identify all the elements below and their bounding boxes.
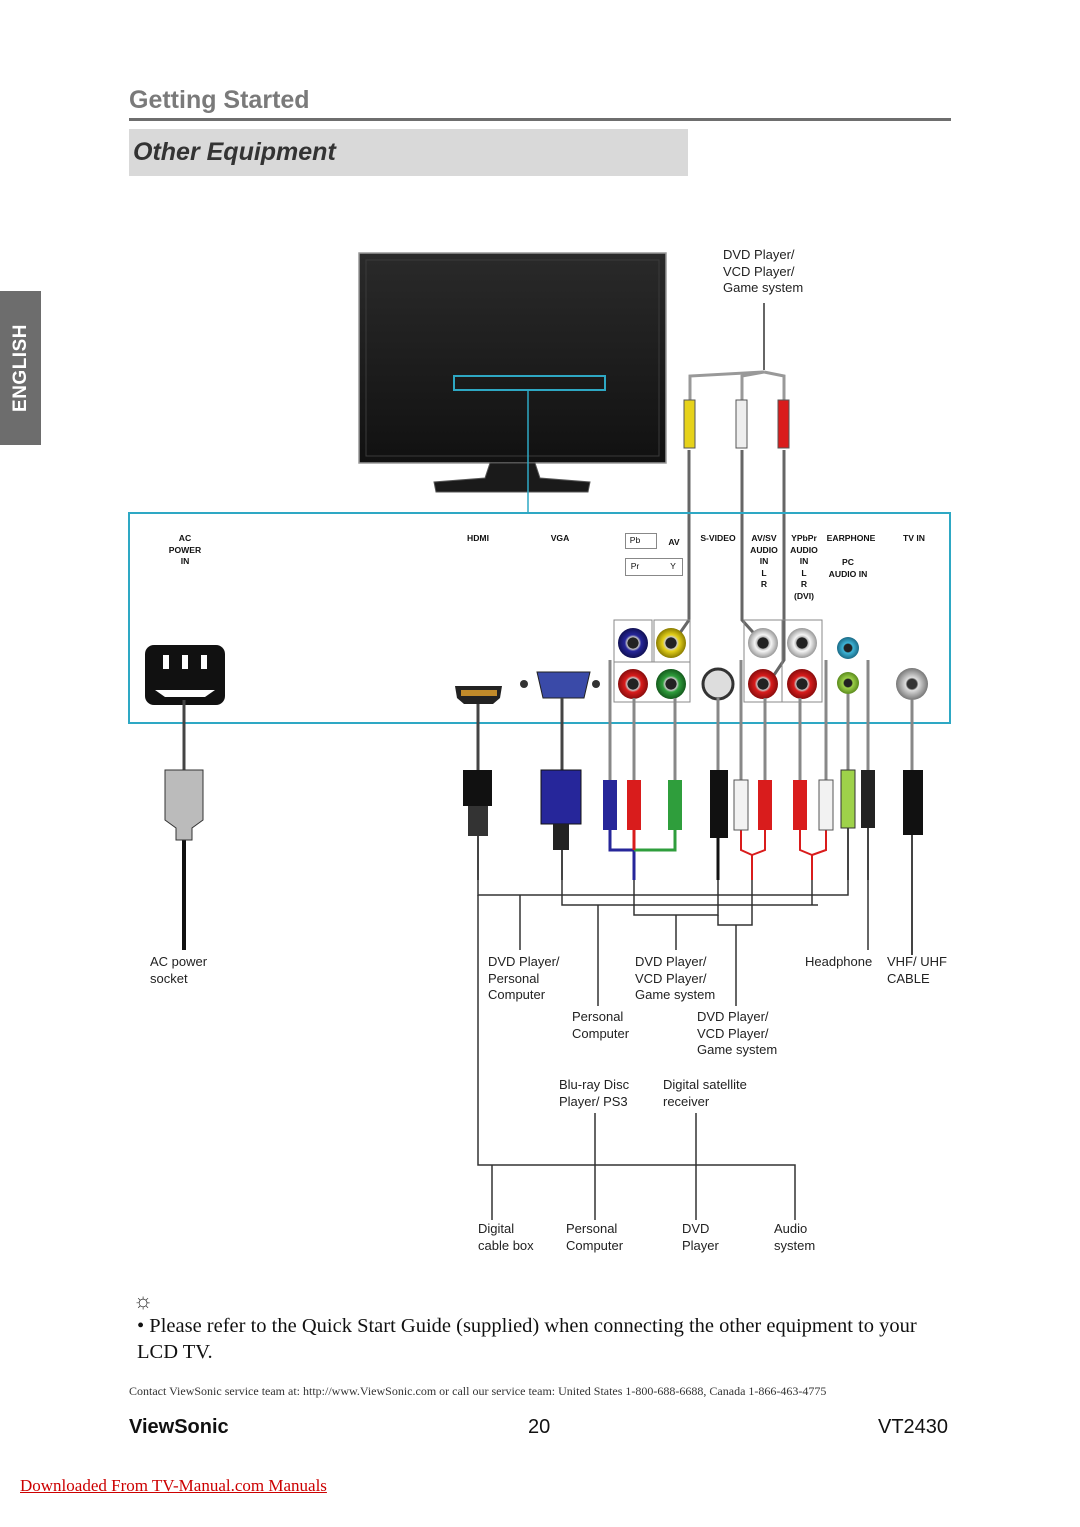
ac-power-socket-label: AC power socket <box>150 954 208 986</box>
download-link[interactable]: Downloaded From TV-Manual.com Manuals <box>20 1476 327 1495</box>
model-number: VT2430 <box>878 1416 949 1438</box>
contact-line: Contact ViewSonic service team at: http:… <box>129 1384 827 1398</box>
tv-in-jack <box>896 668 928 700</box>
ypbpr-audio-r-jack <box>787 669 817 699</box>
tv-in-label: TV IN <box>903 533 925 543</box>
language-tab[interactable]: ENGLISH <box>0 291 41 445</box>
header-rule <box>129 118 951 121</box>
hdmi-port <box>455 686 502 704</box>
pr-label: Pr <box>630 561 640 571</box>
note-text: • Please refer to the Quick Start Guide … <box>137 1315 917 1363</box>
av-label: AV <box>668 537 680 547</box>
ypbpr-audio-l-jack <box>787 628 817 658</box>
ypbpr-audio-label: YPbPr AUDIO IN L R (DVI) <box>790 533 818 601</box>
lightbulb-icon: ☼ <box>133 1288 154 1313</box>
s-video-jack <box>701 667 735 701</box>
ac-power-in-label: AC POWER IN <box>168 533 202 566</box>
vhf-uhf-cable-label: VHF/ UHF CABLE <box>887 954 947 986</box>
y-label: Y <box>670 561 676 571</box>
page-number: 20 <box>528 1416 551 1438</box>
earphone-label: EARPHONE <box>826 533 876 543</box>
av-video-jack <box>656 628 686 658</box>
subtitle-bar <box>129 129 688 176</box>
pc-audio-jack <box>837 672 859 694</box>
pc-audio-in-label: PC AUDIO IN <box>828 557 868 579</box>
dvd-vcd-game-label: DVD Player/ VCD Player/ Game system <box>635 954 716 1002</box>
ac-power-jack <box>145 645 225 705</box>
pb-label: Pb <box>629 535 641 545</box>
top-av-cables <box>673 303 786 685</box>
pb-box <box>625 533 657 549</box>
s-video-label: S-VIDEO <box>700 533 736 543</box>
pb-jack <box>618 628 648 658</box>
personal-computer-label-2: Personal Computer <box>566 1221 624 1253</box>
tv-rear-image <box>358 252 667 512</box>
satellite-label: Digital satellite receiver <box>663 1077 747 1109</box>
dvd-player-label: DVD Player <box>682 1221 719 1253</box>
personal-computer-label: Personal Computer <box>572 1009 630 1041</box>
device-tree-lines <box>477 880 869 1220</box>
av-audio-r-jack <box>748 669 778 699</box>
av-sv-audio-label: AV/SV AUDIO IN L R <box>750 533 778 589</box>
brand-name: ViewSonic <box>129 1416 229 1438</box>
connector-panel <box>128 512 951 724</box>
earphone-jack <box>837 637 859 659</box>
pr-y-box <box>625 558 683 576</box>
section-title: Getting Started <box>129 86 310 114</box>
cable-plugs <box>164 769 923 850</box>
cable-box-label: Digital cable box <box>478 1221 534 1253</box>
bluray-label: Blu-ray Disc Player/ PS3 <box>559 1077 630 1109</box>
panel-cables <box>182 660 914 955</box>
page-subtitle: Other Equipment <box>133 138 336 166</box>
dvd-pc-label: DVD Player/ Personal Computer <box>488 954 560 1002</box>
av-audio-l-jack <box>748 628 778 658</box>
headphone-label: Headphone <box>805 954 873 969</box>
vga-label: VGA <box>550 533 570 543</box>
hdmi-label: HDMI <box>467 533 489 543</box>
top-dvd-label: DVD Player/ VCD Player/ Game system <box>723 247 804 295</box>
audio-system-label: Audio system <box>774 1221 816 1253</box>
pr-jack <box>618 669 648 699</box>
dvd-vcd-game-label-2: DVD Player/ VCD Player/ Game system <box>697 1009 778 1057</box>
vga-port <box>520 671 600 699</box>
top-rca-plugs <box>683 399 790 449</box>
y-jack <box>656 669 686 699</box>
